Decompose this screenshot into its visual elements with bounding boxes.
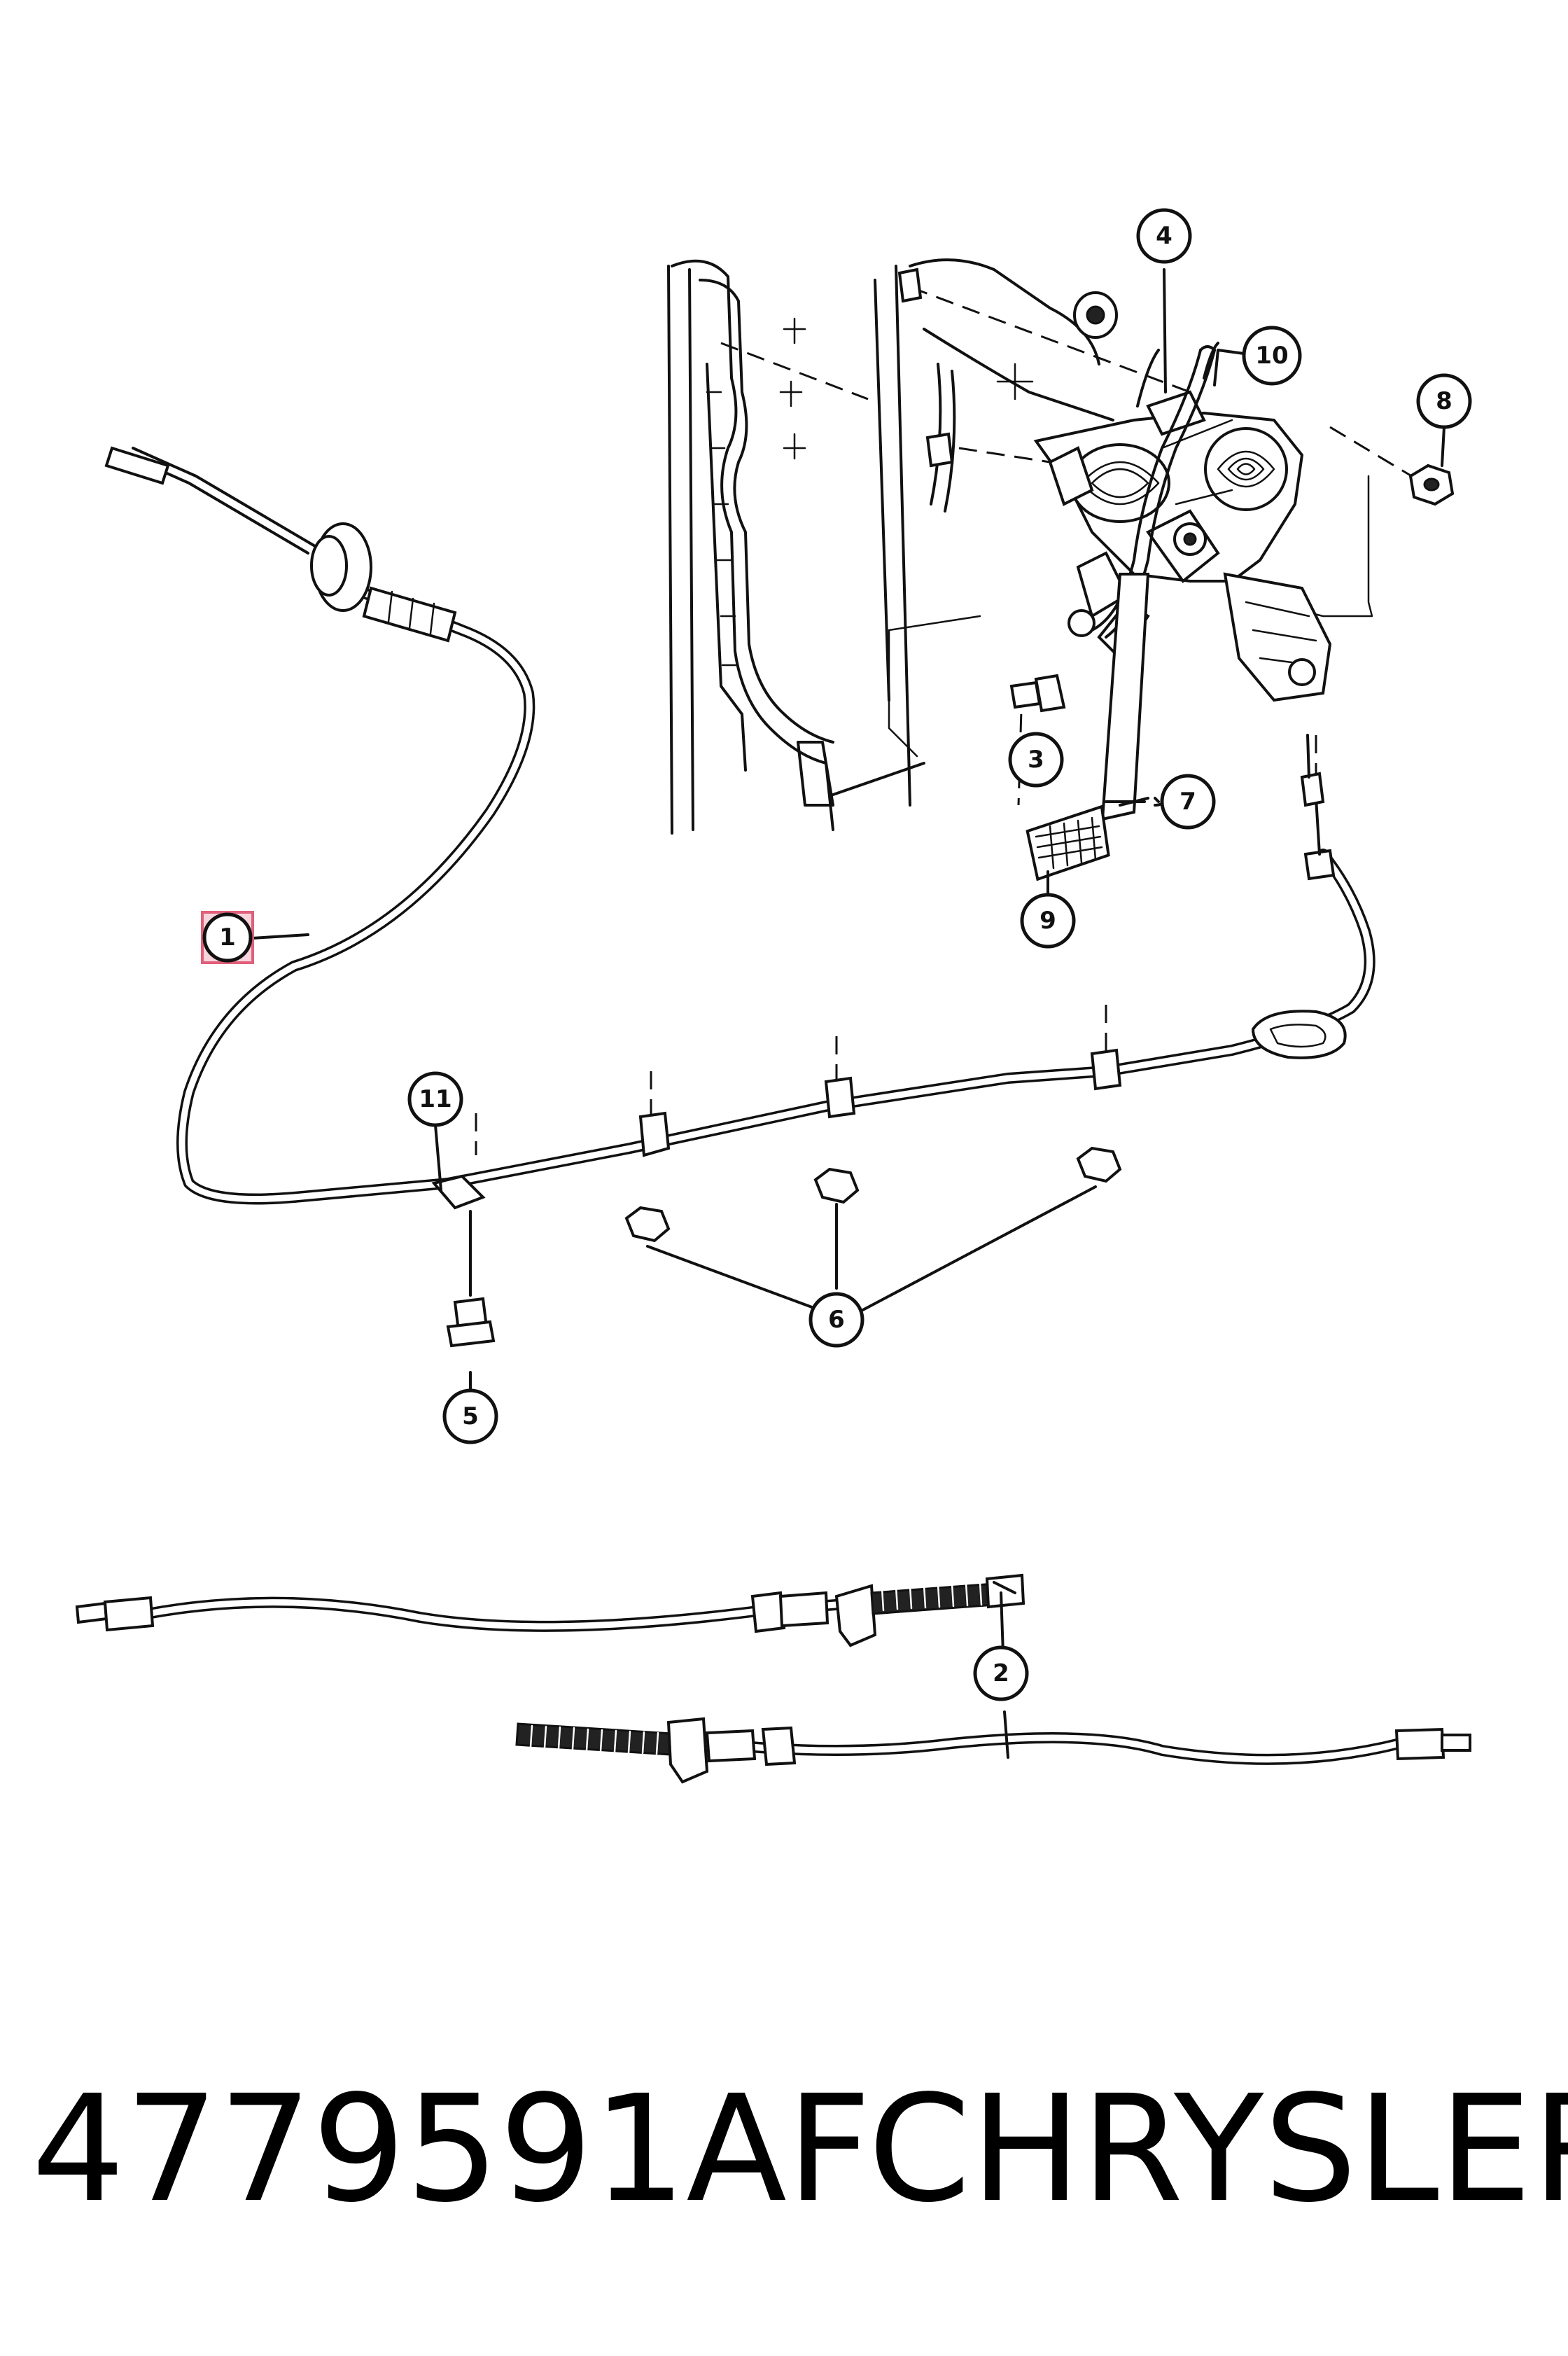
callout-8[interactable]: 8 xyxy=(1416,373,1472,429)
callout-5-circle xyxy=(442,1388,498,1444)
callout-5-label: 5 xyxy=(462,1402,479,1430)
callout-9[interactable]: 9 xyxy=(1020,893,1076,949)
callout-2[interactable]: 2 xyxy=(973,1645,1029,1701)
nut-8 xyxy=(1408,463,1455,506)
brand-caption: CHRYSLER xyxy=(868,2063,1568,2235)
callout-3-circle xyxy=(1008,732,1064,788)
pillar-fasteners xyxy=(779,267,1034,468)
park-brake-assembly xyxy=(1033,342,1332,702)
callout-4[interactable]: 4 xyxy=(1136,208,1192,264)
pedal-arm xyxy=(1026,573,1150,881)
callout-9-circle xyxy=(1020,893,1076,949)
callout-10[interactable]: 10 xyxy=(1242,326,1302,386)
callout-11-circle xyxy=(407,1071,463,1127)
part-number-caption: 4779591AF xyxy=(31,2063,872,2235)
callout-6-circle xyxy=(808,1292,864,1348)
callout-1-label: 1 xyxy=(219,923,236,952)
callout-11-label: 11 xyxy=(419,1085,451,1113)
callout-1-circle xyxy=(202,912,253,963)
callout-11[interactable]: 11 xyxy=(407,1071,463,1127)
callout-3-label: 3 xyxy=(1028,746,1044,774)
callout-7-circle xyxy=(1160,774,1216,830)
callout-3[interactable]: 3 xyxy=(1008,732,1064,788)
callout-1[interactable]: 1 xyxy=(201,911,254,964)
body-pillar-structure xyxy=(667,258,1373,835)
callout-2-circle xyxy=(973,1645,1029,1701)
callout-8-label: 8 xyxy=(1436,387,1452,415)
callout-2-label: 2 xyxy=(993,1659,1009,1687)
callout-7[interactable]: 7 xyxy=(1160,774,1216,830)
callout-10-label: 10 xyxy=(1255,342,1288,370)
callout-10-circle xyxy=(1242,326,1302,386)
callout-9-label: 9 xyxy=(1040,907,1056,935)
rear-cable-lower xyxy=(515,1717,1471,1784)
rear-cable-upper xyxy=(75,1573,1026,1647)
nuts-6 xyxy=(624,1146,1122,1318)
callout-4-circle xyxy=(1136,208,1192,264)
front-cable xyxy=(104,446,1376,1210)
pedal-bolt xyxy=(888,615,1066,758)
callout-4-label: 4 xyxy=(1156,222,1172,250)
callout-8-circle xyxy=(1416,373,1472,429)
callout-5[interactable]: 5 xyxy=(442,1388,498,1444)
callout-6[interactable]: 6 xyxy=(808,1292,864,1348)
callout-7-label: 7 xyxy=(1180,788,1196,816)
bolt-5 xyxy=(446,1210,496,1348)
callout-6-label: 6 xyxy=(828,1306,845,1334)
